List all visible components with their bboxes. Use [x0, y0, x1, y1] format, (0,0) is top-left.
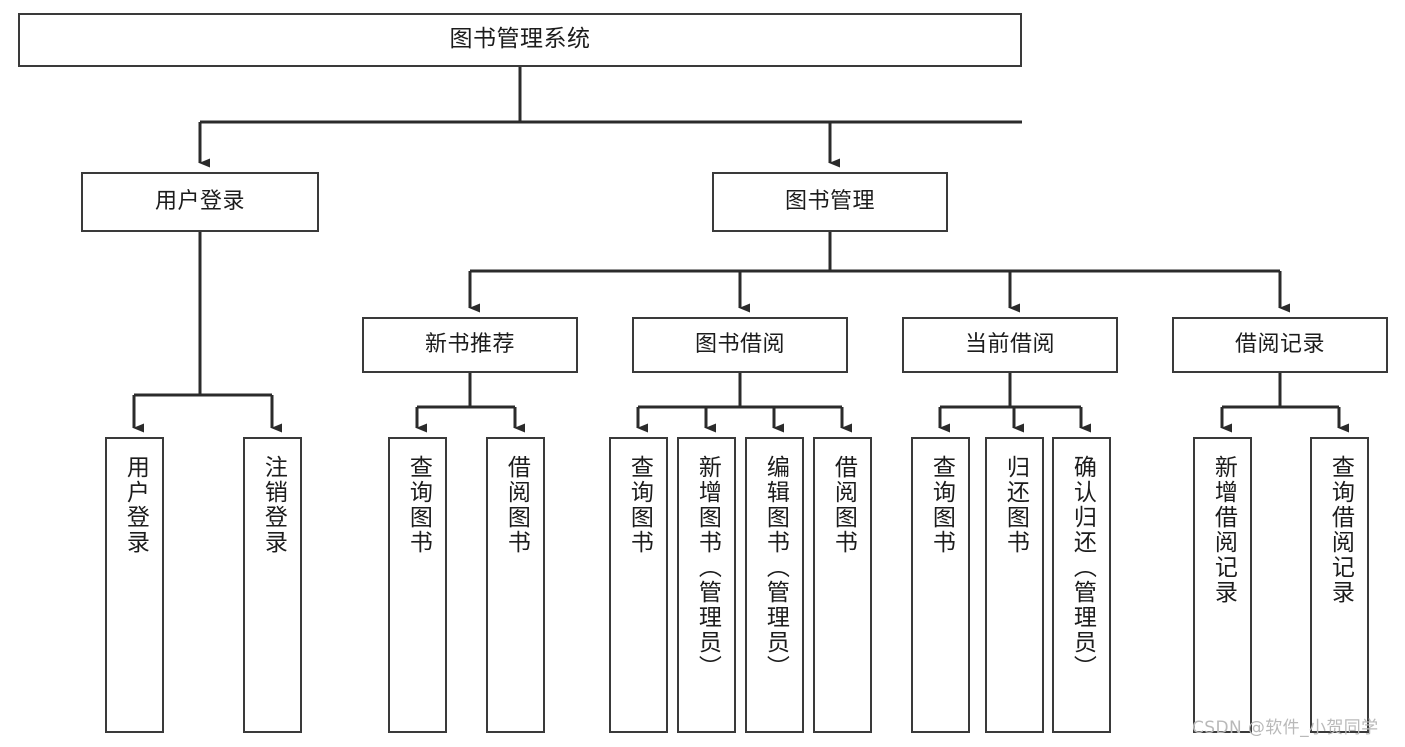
node-leaf-query-record[interactable]: 查询借阅记录: [1310, 437, 1369, 733]
node-book-management[interactable]: 图书管理: [712, 172, 948, 232]
node-leaf-query-book-current-label: 查询图书: [928, 455, 955, 555]
node-book-borrow-label: 图书借阅: [694, 332, 785, 358]
node-leaf-confirm-return[interactable]: 确认归还（管理员）: [1052, 437, 1111, 733]
node-leaf-confirm-return-label: 确认归还（管理员）: [1069, 455, 1096, 680]
node-leaf-logout-login-label: 注销登录: [260, 455, 287, 555]
node-leaf-add-record[interactable]: 新增借阅记录: [1193, 437, 1252, 733]
node-current-borrow-label: 当前借阅: [964, 332, 1055, 358]
node-book-management-label: 图书管理: [784, 189, 875, 215]
node-leaf-add-record-label: 新增借阅记录: [1210, 455, 1237, 605]
node-leaf-add-book[interactable]: 新增图书（管理员）: [677, 437, 736, 733]
node-leaf-edit-book[interactable]: 编辑图书（管理员）: [745, 437, 804, 733]
node-leaf-edit-book-label: 编辑图书（管理员）: [762, 455, 789, 680]
watermark-text: CSDN @软件_小贺同学: [1192, 718, 1379, 738]
node-leaf-query-book-new-label: 查询图书: [405, 455, 432, 555]
node-leaf-add-book-label: 新增图书（管理员）: [694, 455, 721, 680]
node-leaf-return-book-label: 归还图书: [1002, 455, 1029, 555]
node-leaf-logout-login[interactable]: 注销登录: [243, 437, 302, 733]
node-leaf-user-login[interactable]: 用户登录: [105, 437, 164, 733]
node-user-login-label: 用户登录: [154, 189, 245, 215]
node-book-borrow[interactable]: 图书借阅: [632, 317, 848, 373]
node-leaf-query-book-new[interactable]: 查询图书: [388, 437, 447, 733]
node-root-label: 图书管理系统: [449, 26, 591, 53]
node-new-book-recommend-label: 新书推荐: [424, 332, 515, 358]
node-leaf-query-book-current[interactable]: 查询图书: [911, 437, 970, 733]
node-borrow-record-label: 借阅记录: [1234, 332, 1325, 358]
node-leaf-user-login-label: 用户登录: [122, 455, 149, 555]
node-user-login[interactable]: 用户登录: [81, 172, 319, 232]
node-root[interactable]: 图书管理系统: [18, 13, 1022, 67]
node-leaf-return-book[interactable]: 归还图书: [985, 437, 1044, 733]
node-leaf-borrow-book[interactable]: 借阅图书: [813, 437, 872, 733]
node-leaf-borrow-book-new-label: 借阅图书: [503, 455, 530, 555]
node-leaf-borrow-book-label: 借阅图书: [830, 455, 857, 555]
node-leaf-borrow-book-new[interactable]: 借阅图书: [486, 437, 545, 733]
node-new-book-recommend[interactable]: 新书推荐: [362, 317, 578, 373]
node-current-borrow[interactable]: 当前借阅: [902, 317, 1118, 373]
node-borrow-record[interactable]: 借阅记录: [1172, 317, 1388, 373]
node-leaf-query-book-borrow[interactable]: 查询图书: [609, 437, 668, 733]
node-leaf-query-record-label: 查询借阅记录: [1327, 455, 1354, 605]
node-leaf-query-book-borrow-label: 查询图书: [626, 455, 653, 555]
